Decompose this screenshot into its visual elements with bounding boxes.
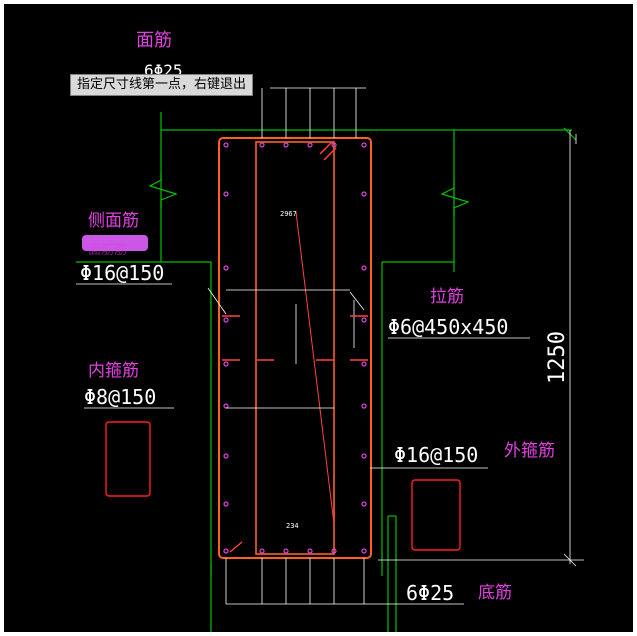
dot <box>223 501 229 507</box>
label-side-rebar-obscured: 面筋筋 <box>88 242 127 258</box>
dot <box>223 191 229 197</box>
concrete-right-step <box>382 261 455 272</box>
column-section <box>218 137 372 559</box>
dot <box>361 142 367 148</box>
dot <box>361 501 367 507</box>
bar-extensions <box>76 87 584 605</box>
rebar-dots <box>223 142 367 554</box>
dot <box>331 548 337 554</box>
dot <box>223 142 229 148</box>
label-outer-stirrup: 外箍筋 <box>504 441 555 461</box>
dot <box>223 403 229 409</box>
dot <box>361 453 367 459</box>
annot-outer-spec: Φ16@150 <box>394 443 478 467</box>
annot-bottom-bars: 6Φ25 <box>406 581 454 605</box>
annot-small-bottom: 234 <box>286 522 299 530</box>
rebar-ticks <box>222 141 368 553</box>
left-red-box <box>105 421 151 497</box>
dot <box>283 548 289 554</box>
dot <box>361 317 367 323</box>
hook-top <box>319 141 333 155</box>
label-tie-rebar: 拉筋 <box>430 287 464 307</box>
dot <box>283 142 289 148</box>
drawing-svg[interactable]: 面筋 侧面筋 面筋筋 拉筋 内箍筋 外箍筋 底筋 6Φ25 Φ16@150 Φ6… <box>4 4 633 632</box>
dot <box>307 142 313 148</box>
annot-tie-spec: Φ6@450x450 <box>388 315 508 339</box>
break-mark-left <box>148 172 178 208</box>
dot <box>361 265 367 271</box>
dot <box>361 361 367 367</box>
label-side-rebar: 侧面筋 <box>88 211 139 231</box>
dot <box>331 142 337 148</box>
dot <box>223 265 229 271</box>
dot <box>223 361 229 367</box>
dot <box>223 317 229 323</box>
outer-stirrup-rect <box>218 137 372 559</box>
dot <box>223 453 229 459</box>
dot <box>307 548 313 554</box>
break-mark-right <box>440 182 470 216</box>
annot-height-dim: 1250 <box>545 331 570 384</box>
label-inner-stirrup: 内箍筋 <box>88 361 139 381</box>
label-bottom-rebar: 底筋 <box>478 583 512 603</box>
red-boxes <box>105 421 461 551</box>
hook-bottom <box>229 541 243 553</box>
tie-leader <box>349 291 365 311</box>
dot <box>259 142 265 148</box>
diagonal-tie <box>295 211 335 525</box>
side-leader-diag <box>207 287 227 315</box>
command-prompt-tooltip: 指定尺寸线第一点，右键退出 <box>70 74 254 96</box>
dot <box>361 191 367 197</box>
dot <box>361 548 367 554</box>
drawing-canvas[interactable]: 面筋 侧面筋 面筋筋 拉筋 内箍筋 外箍筋 底筋 6Φ25 Φ16@150 Φ6… <box>4 4 633 632</box>
annot-side-spec: Φ16@150 <box>80 261 164 285</box>
annot-inner-spec: Φ8@150 <box>84 385 156 409</box>
right-red-box <box>411 479 461 551</box>
dot <box>361 403 367 409</box>
dot <box>259 548 265 554</box>
command-prompt-text: 指定尺寸线第一点，右键退出 <box>77 77 247 92</box>
label-face-rebar: 面筋 <box>136 30 172 51</box>
dim-tick-bottom <box>563 553 577 567</box>
inner-stirrup-rect <box>255 141 335 555</box>
concrete-left-step <box>76 261 212 576</box>
hook-top-2 <box>323 147 337 161</box>
obscured-text-blob <box>82 235 148 251</box>
concrete-top-line <box>160 112 572 131</box>
annot-small-top: 2967 <box>280 210 297 218</box>
dot <box>223 548 229 554</box>
